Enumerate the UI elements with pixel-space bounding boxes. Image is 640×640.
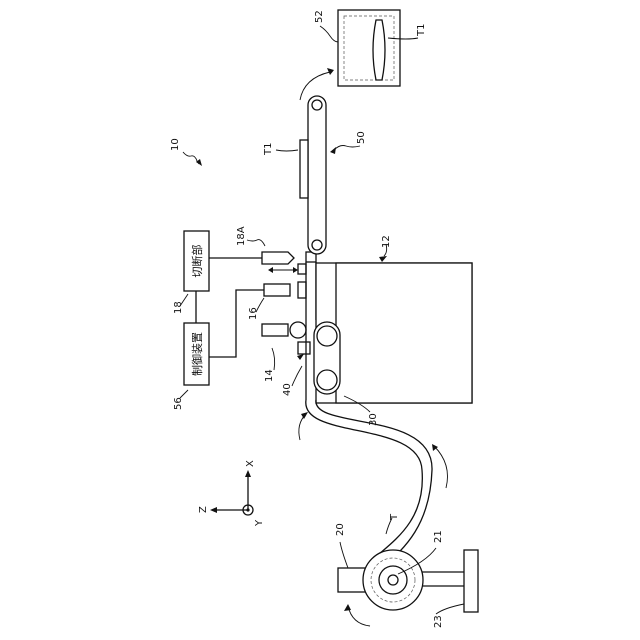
axis-y-label: Y xyxy=(254,519,265,527)
leader-16 xyxy=(256,298,264,312)
ref-56: 56 xyxy=(173,397,184,410)
svg-text:10: 10 xyxy=(170,138,181,151)
ref-14: 14 xyxy=(264,369,275,382)
leader-40 xyxy=(292,366,302,386)
cutter-motion-arrow xyxy=(268,267,298,273)
control-unit-label: 制御装置 xyxy=(190,332,204,376)
tape-reel: 20 21 23 xyxy=(335,523,478,628)
axis-x-label: X xyxy=(245,460,256,467)
leader-18A xyxy=(247,240,265,246)
leader-20 xyxy=(340,542,348,568)
reel-rotation-arrow xyxy=(348,606,370,626)
ref-20: 20 xyxy=(335,523,346,536)
ref-23: 23 xyxy=(433,615,444,628)
leader-18 xyxy=(180,294,188,306)
cutting-unit-label: 切断部 xyxy=(190,245,204,278)
leader-23 xyxy=(436,604,464,614)
leader-50 xyxy=(334,146,360,151)
leader-14 xyxy=(272,348,275,370)
leader-T1 xyxy=(276,150,298,151)
motion-arrow-right xyxy=(434,446,448,488)
ref-21: 21 xyxy=(433,530,444,543)
figure-ref-10: 10 xyxy=(170,138,202,166)
tray: 52 T1 xyxy=(314,10,427,86)
ref-50: 50 xyxy=(356,131,367,144)
conveyor: 50 T1 xyxy=(263,96,367,254)
ref-18A: 18A xyxy=(236,226,247,246)
axis-z-label: Z xyxy=(198,506,209,513)
coordinate-axes: X Z Y xyxy=(198,460,265,527)
ref-T1-tray: T1 xyxy=(416,24,427,37)
motion-arrow-left xyxy=(299,414,306,440)
ref-40: 40 xyxy=(282,383,293,396)
ref-52: 52 xyxy=(314,10,325,23)
wire-sensor xyxy=(209,290,264,357)
cutting-unit-block: 切断部 18 xyxy=(173,231,209,314)
leader-T1-tray xyxy=(388,38,418,39)
ref-T1: T1 xyxy=(263,143,274,156)
control-unit-block: 制御装置 56 xyxy=(173,323,209,410)
leader-56 xyxy=(180,390,188,398)
leader-52 xyxy=(320,26,338,42)
